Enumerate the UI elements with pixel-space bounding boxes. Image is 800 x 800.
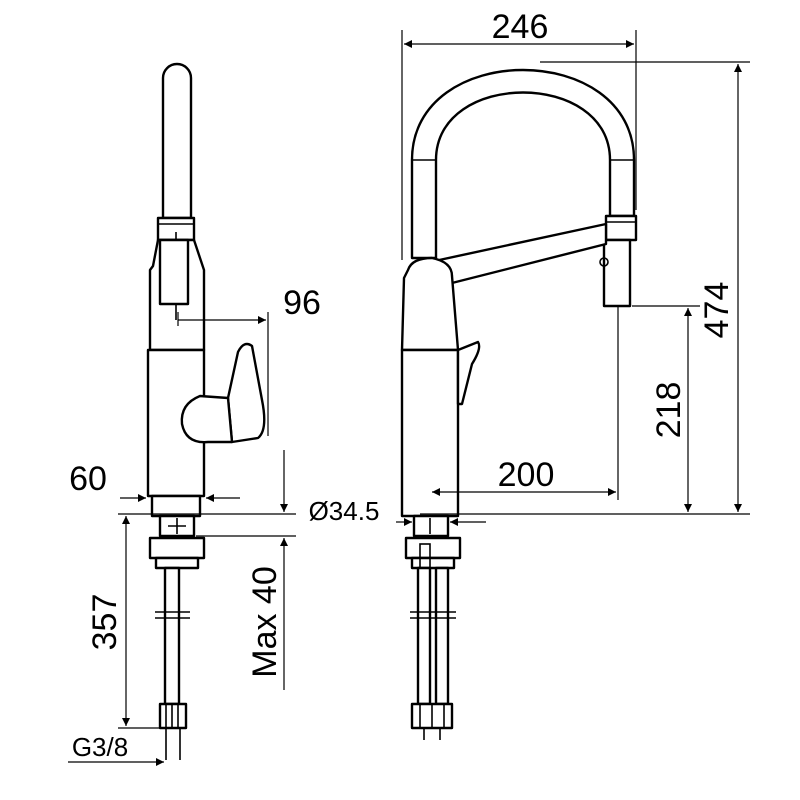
front-supply-hose-right [434,566,450,706]
dim-handle-offset: 96 [283,284,321,322]
front-mounting-nut [404,536,462,560]
dim-supply-length: 357 [86,594,124,651]
dim-base-width: 60 [69,460,107,498]
front-spray-head [602,238,632,308]
dim-spout-reach: 200 [498,456,555,494]
front-supply-hose-left [416,566,432,706]
dim-height-total: 474 [698,282,736,339]
front-view [400,68,638,740]
side-hose-fitting [158,702,188,730]
side-mounting-nut [148,536,206,560]
dimensions: 246 474 218 200 96 60 Ø34.5 Max 40 [68,8,750,766]
front-spout-arch [410,68,636,260]
dim-width-total: 246 [492,8,549,46]
side-spout-tube [161,62,193,220]
side-handle-hub [180,394,234,444]
side-supply-hose [163,566,181,706]
front-handle-lever [456,340,481,406]
dim-deck-thickness: Max 40 [246,566,284,678]
dim-spout-height: 218 [650,382,688,439]
front-spout-arm [428,222,608,286]
side-view [146,62,266,760]
front-upper-body [400,256,460,352]
dim-connection-thread: G3/8 [72,732,128,762]
side-handle-lever [226,342,266,444]
front-lower-body [400,348,460,518]
dim-base-diameter: Ø34.5 [309,496,380,526]
